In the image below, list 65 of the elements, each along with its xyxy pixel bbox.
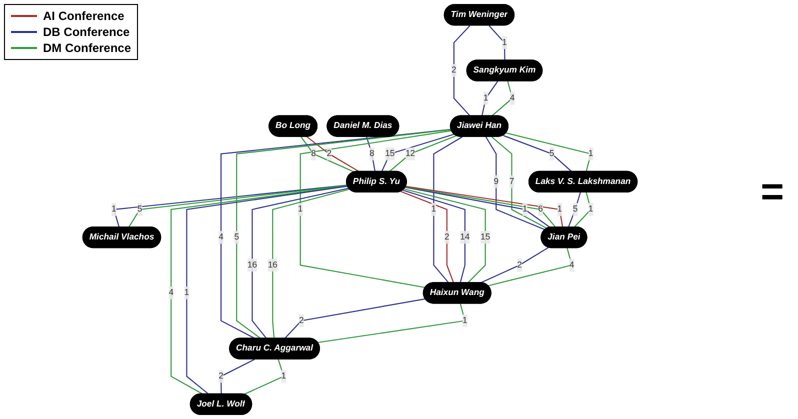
edge-label: 1 [184, 288, 190, 298]
equals-sign: = [760, 170, 784, 214]
connector [481, 80, 498, 116]
connector [488, 248, 572, 286]
connector [433, 136, 463, 284]
connector [252, 188, 349, 339]
connector [300, 130, 452, 288]
edge-label: 2 [517, 260, 522, 270]
edge-label: 2 [298, 316, 304, 326]
edge-label: 1 [502, 38, 507, 47]
edge-label: 8 [311, 149, 316, 158]
edge-label: 1 [281, 371, 286, 381]
edge-label: 16 [247, 260, 258, 270]
connector [453, 25, 470, 116]
edge-label: 5 [234, 232, 240, 242]
connector [506, 132, 592, 172]
connector [318, 304, 466, 344]
edge-label: 2 [326, 149, 332, 158]
edge-label: 7 [509, 176, 514, 186]
edge-label: 14 [460, 232, 470, 242]
legend-text: DB Conference [43, 24, 130, 40]
legend-text: AI Conference [43, 8, 124, 24]
connector [306, 136, 360, 172]
edge-label: 2 [218, 371, 224, 381]
edge-label: 1 [298, 204, 303, 214]
edge-label: 15 [385, 149, 395, 158]
edge-label: 4 [168, 288, 174, 298]
edge-label: 1 [588, 149, 594, 158]
connector [300, 136, 354, 172]
connector [568, 192, 581, 228]
connector [366, 136, 376, 172]
edge-label: 1 [431, 204, 436, 214]
edge-label: 6 [538, 204, 543, 214]
edge-label: 1 [483, 93, 488, 103]
connector [272, 188, 350, 338]
connector [402, 190, 466, 283]
connector [284, 298, 426, 339]
connector [480, 247, 549, 284]
connector [488, 25, 506, 60]
connector [404, 188, 486, 284]
connector [389, 135, 456, 172]
edge-label: 4 [510, 93, 515, 103]
connector [220, 358, 255, 394]
legend-text: DM Conference [43, 40, 132, 56]
connector [400, 190, 454, 283]
edge-label: 5 [137, 204, 142, 214]
edge-label: 8 [369, 149, 374, 158]
edge-label: 4 [218, 232, 224, 242]
edge-label: 5 [549, 149, 554, 158]
edge-label: 1 [588, 204, 594, 214]
edge-label: 15 [480, 232, 490, 242]
edge-label: 16 [268, 260, 278, 270]
edge-label: 1 [112, 204, 116, 214]
edge-label: 2 [452, 66, 456, 75]
edge-label: 1 [462, 316, 468, 326]
edge-label: 2 [444, 232, 450, 242]
edge-label: 5 [572, 204, 578, 214]
connector [244, 359, 284, 395]
edge-label: 12 [406, 149, 416, 158]
edge-label: 1 [522, 204, 528, 214]
connector [503, 134, 572, 172]
edge-label: 4 [569, 260, 574, 270]
edge-label: 9 [494, 176, 499, 186]
edge-label: 1 [557, 204, 562, 214]
connector [381, 134, 454, 172]
